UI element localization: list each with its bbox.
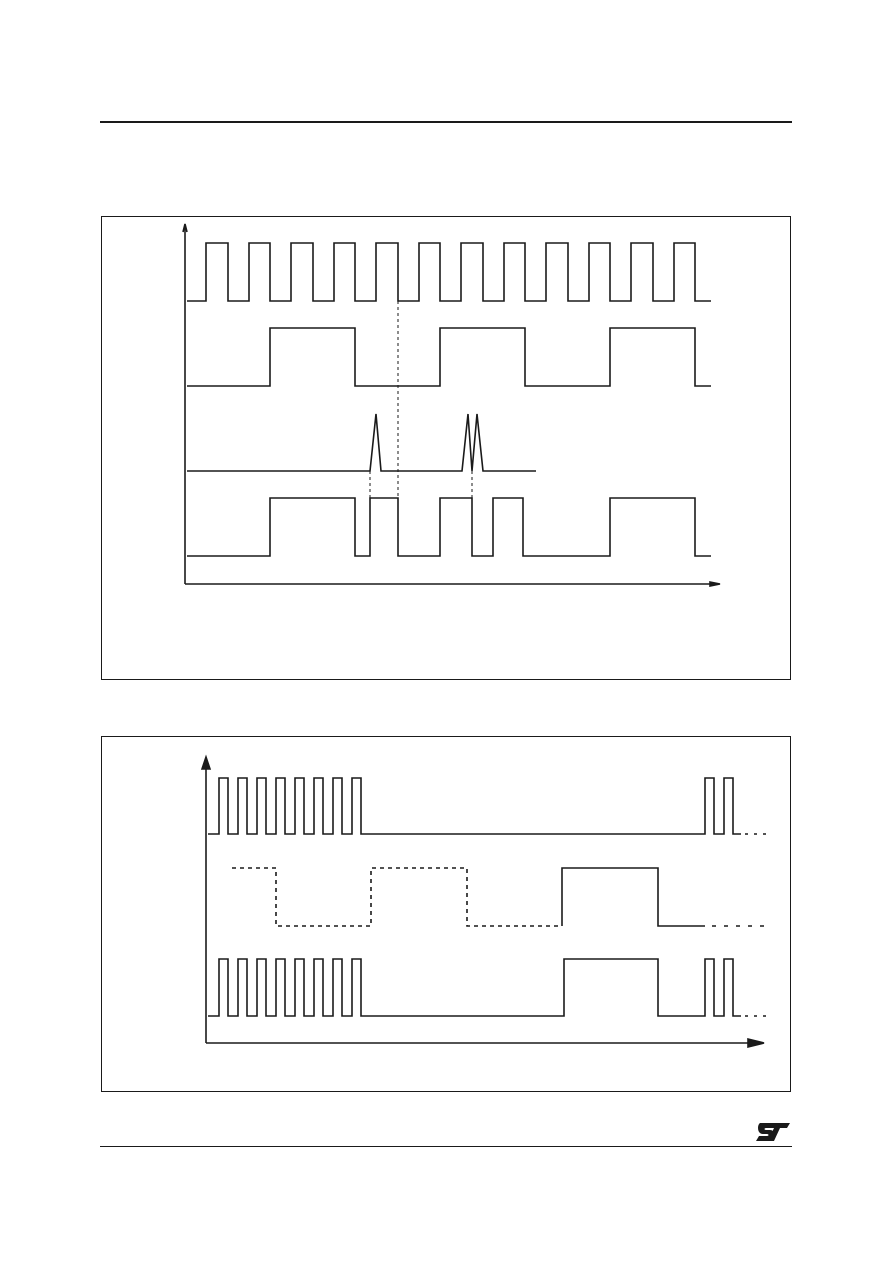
fig2-output-trace (208, 958, 741, 1017)
figure-1-frame (101, 216, 791, 680)
fig1-clock-trace (187, 242, 711, 302)
st-logo-icon (756, 1123, 790, 1141)
fig1-y-arrow-icon (182, 223, 188, 233)
fig2-y-arrow-icon (200, 754, 212, 770)
fig1-output-trace (187, 497, 711, 557)
figure-2-diagram (200, 754, 768, 1049)
fig1-glitch-trace (187, 413, 536, 472)
footer-rule (100, 1146, 792, 1147)
header-rule (100, 121, 792, 123)
fig2-gate-trace-dashed (232, 867, 562, 927)
fig2-gate-trace-solid (561, 867, 705, 927)
fig1-x-arrow-icon (709, 581, 721, 587)
fig2-burst-clock-trace (208, 777, 741, 835)
fig1-signal-trace (187, 327, 711, 387)
figure-2-frame (101, 736, 791, 1092)
fig2-x-arrow-icon (747, 1037, 765, 1049)
figure-1-diagram (182, 223, 721, 587)
